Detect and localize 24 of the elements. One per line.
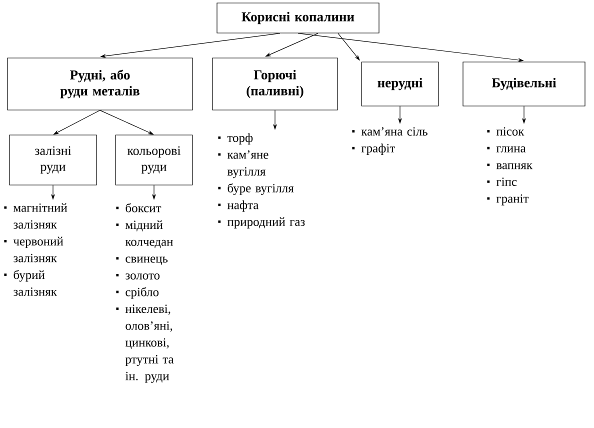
list-item: вапняк [496,163,533,170]
list-item: нафта [227,200,259,212]
list-item: свинець [126,256,168,265]
category-box: Горючі (паливні) [212,58,338,110]
category-box: Корисні копалини [216,2,380,34]
list-item: срібло [126,287,159,299]
list-item: боксит [126,203,162,212]
category-box: нерудні [361,62,439,106]
list-item: глина [496,146,526,152]
list-item: граніт [496,194,529,206]
list-item: пісок [496,127,524,136]
list-item: графіт [361,144,395,155]
list-item: торф [227,133,253,145]
list-item: буре вугілля [228,183,294,195]
list-item: нікелеві, олов’яні, цинкові, ртутні та ін. руди [125,304,174,383]
category-box: кольорові руди [115,134,193,186]
list-item: бурий залізняк [14,270,57,296]
category-box: залізні руди [9,134,97,186]
list-item: кам’яна сіль [361,127,428,136]
list-item: гіпс [496,178,517,186]
list-item: золото [126,273,160,280]
category-box: Рудні, або руди металів [7,58,193,110]
list-item: природний газ [227,217,305,229]
category-box: Будівельні [462,62,586,106]
